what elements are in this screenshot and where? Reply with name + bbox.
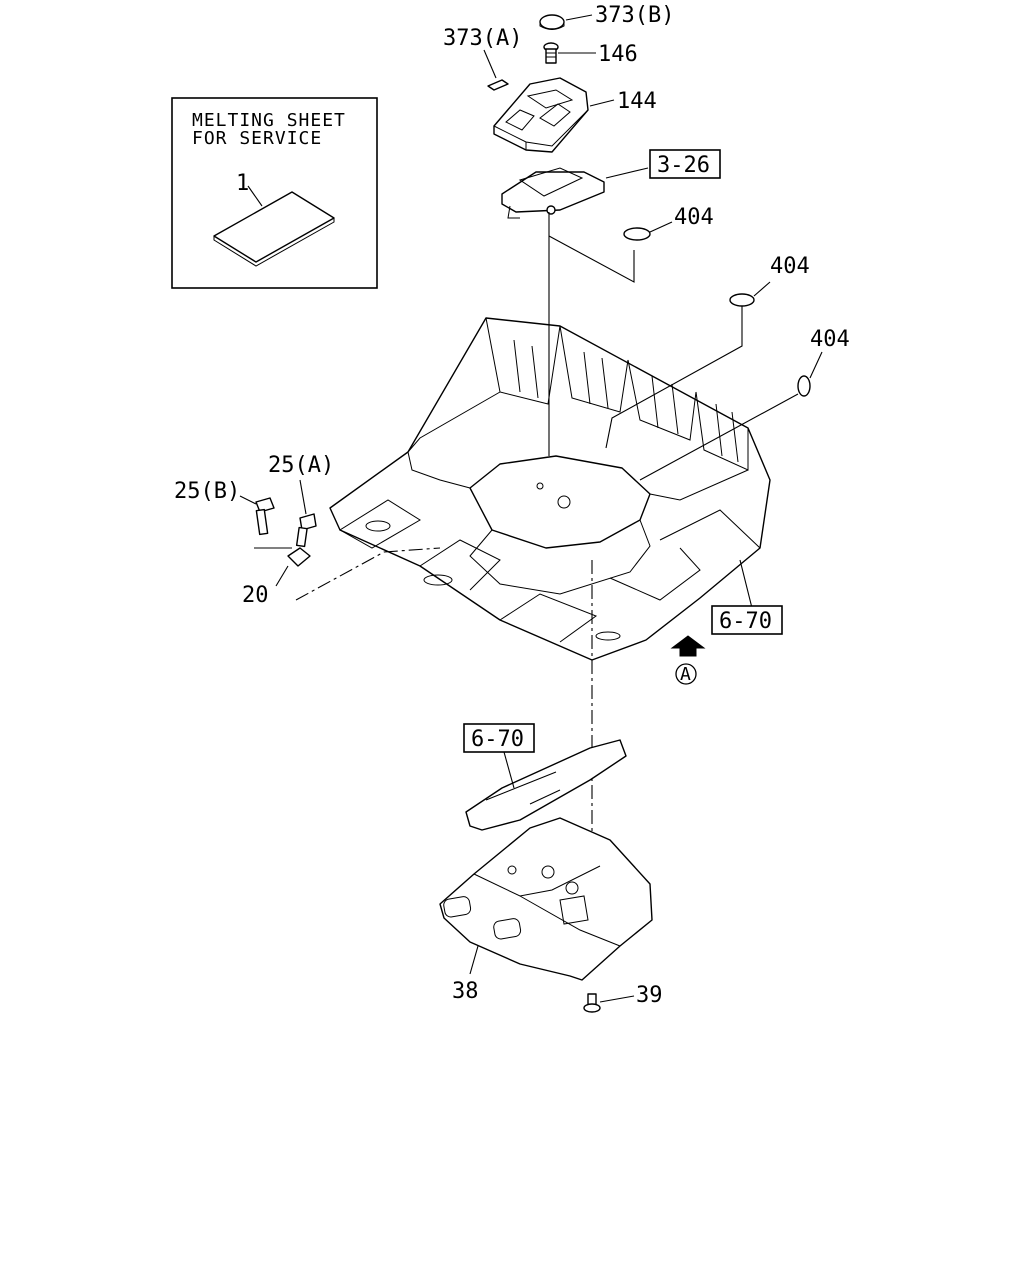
heat-shield-38: 38 (439, 817, 653, 1004)
inset-title-line2: FOR SERVICE (192, 128, 322, 149)
ref-box-3-26[interactable] (649, 149, 721, 179)
clip-373a: 373(A) (443, 26, 522, 91)
callout-39: 39 (636, 983, 663, 1008)
nut-20: 20 (242, 547, 311, 608)
callout-20: 20 (242, 583, 269, 608)
plug-404-3: 404 (797, 327, 850, 397)
ref-box-6-70-left[interactable] (463, 723, 535, 753)
ref-6-70-left[interactable]: 6-70 (471, 727, 524, 752)
callout-373a: 373(A) (443, 26, 522, 51)
callout-25b: 25(B) (174, 479, 240, 504)
inset-part-number: 1 (236, 171, 249, 196)
bolt-25a: 25(A) (268, 453, 334, 548)
plug-404-2: 404 (729, 254, 810, 307)
inset-title-line1: MELTING SHEET (192, 110, 346, 131)
ref-6-70-right[interactable]: 6-70 (719, 609, 772, 634)
plug-404-1: 404 (623, 205, 714, 241)
callout-404-1: 404 (674, 205, 714, 230)
melting-sheet-icon (213, 191, 335, 267)
bracket-assembly: 3-26 (501, 149, 721, 219)
screw-146: 146 (543, 42, 638, 67)
cap-373b: 373(B) (539, 3, 674, 30)
callout-25a: 25(A) (268, 453, 334, 478)
floor-panel (329, 317, 771, 661)
bolt-39: 39 (583, 983, 663, 1013)
console-144: 144 (493, 77, 657, 153)
ref-3-26[interactable]: 3-26 (657, 153, 710, 178)
ref-box-6-70-right[interactable] (711, 605, 783, 635)
callout-404-3: 404 (810, 327, 850, 352)
melting-sheet-inset: MELTING SHEET FOR SERVICE 1 (171, 97, 378, 289)
callout-404-2: 404 (770, 254, 810, 279)
view-arrow-a: A (670, 635, 706, 685)
callout-38: 38 (452, 979, 479, 1004)
callout-146: 146 (598, 42, 638, 67)
view-marker-a: A (680, 664, 692, 685)
callout-144: 144 (617, 89, 657, 114)
cross-member: 6-70 (463, 723, 627, 831)
bolt-25b: 25(B) (174, 479, 275, 536)
callout-373b: 373(B) (595, 3, 674, 28)
